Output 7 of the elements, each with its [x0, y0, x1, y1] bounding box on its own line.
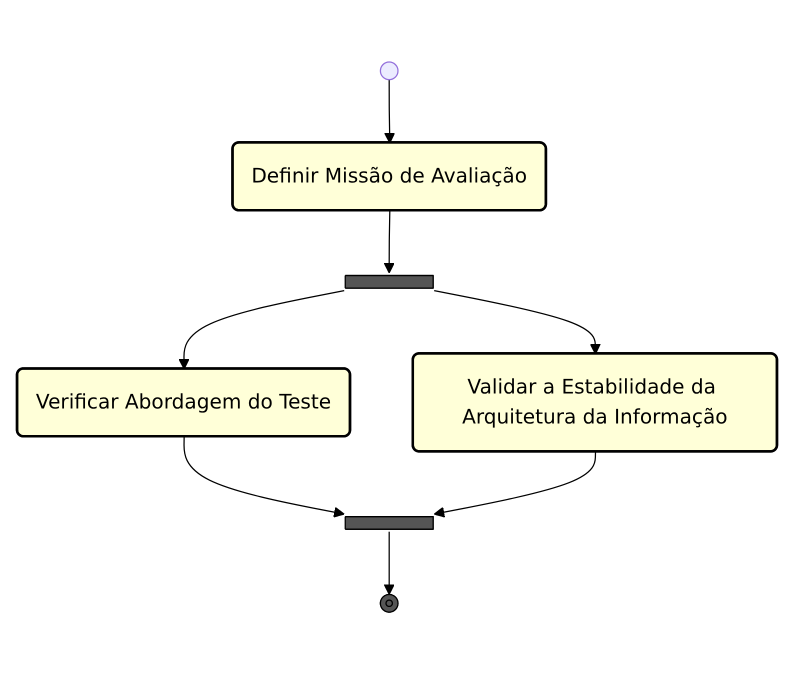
arrow	[384, 532, 395, 596]
arrow	[434, 290, 601, 355]
arrow	[183, 437, 345, 518]
arrow	[384, 211, 395, 274]
node-circle	[380, 62, 399, 81]
arrow	[384, 80, 396, 144]
arrow	[434, 452, 596, 518]
